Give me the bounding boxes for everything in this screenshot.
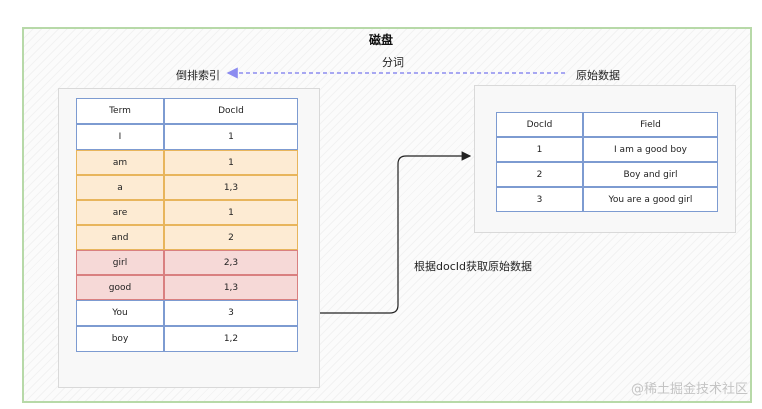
docid-cell: 1: [164, 124, 298, 150]
source-field-cell: I am a good boy: [583, 137, 718, 162]
term-cell: I: [76, 124, 164, 150]
docid-header: DocId: [164, 98, 298, 124]
source-docid-cell: 3: [496, 187, 583, 212]
source-data-label: 原始数据: [576, 69, 620, 82]
source-field-header: Field: [583, 112, 718, 137]
source-docid-header: DocId: [496, 112, 583, 137]
source-docid-cell: 2: [496, 162, 583, 187]
disk-title: 磁盘: [368, 33, 393, 47]
term-cell: You: [76, 300, 164, 326]
term-cell: am: [76, 150, 164, 175]
tokenize-label: 分词: [382, 56, 404, 69]
docid-cell: 1,3: [164, 175, 298, 200]
docid-cell: 1,3: [164, 275, 298, 300]
docid-cell: 3: [164, 300, 298, 326]
source-docid-cell: 1: [496, 137, 583, 162]
term-cell: a: [76, 175, 164, 200]
fetch-by-docid-label: 根据docId获取原始数据: [414, 260, 532, 273]
docid-cell: 2,3: [164, 250, 298, 275]
term-cell: and: [76, 225, 164, 250]
inverted-index-label: 倒排索引: [176, 69, 220, 82]
docid-cell: 2: [164, 225, 298, 250]
term-cell: are: [76, 200, 164, 225]
term-cell: good: [76, 275, 164, 300]
fetch-arrow: [320, 151, 472, 314]
term-cell: girl: [76, 250, 164, 275]
watermark: @稀土掘金技术社区: [630, 382, 748, 397]
source-field-cell: Boy and girl: [583, 162, 718, 187]
source-field-cell: You are a good girl: [583, 187, 718, 212]
docid-cell: 1: [164, 150, 298, 175]
docid-cell: 1,2: [164, 326, 298, 352]
term-cell: boy: [76, 326, 164, 352]
docid-cell: 1: [164, 200, 298, 225]
term-header: Term: [76, 98, 164, 124]
